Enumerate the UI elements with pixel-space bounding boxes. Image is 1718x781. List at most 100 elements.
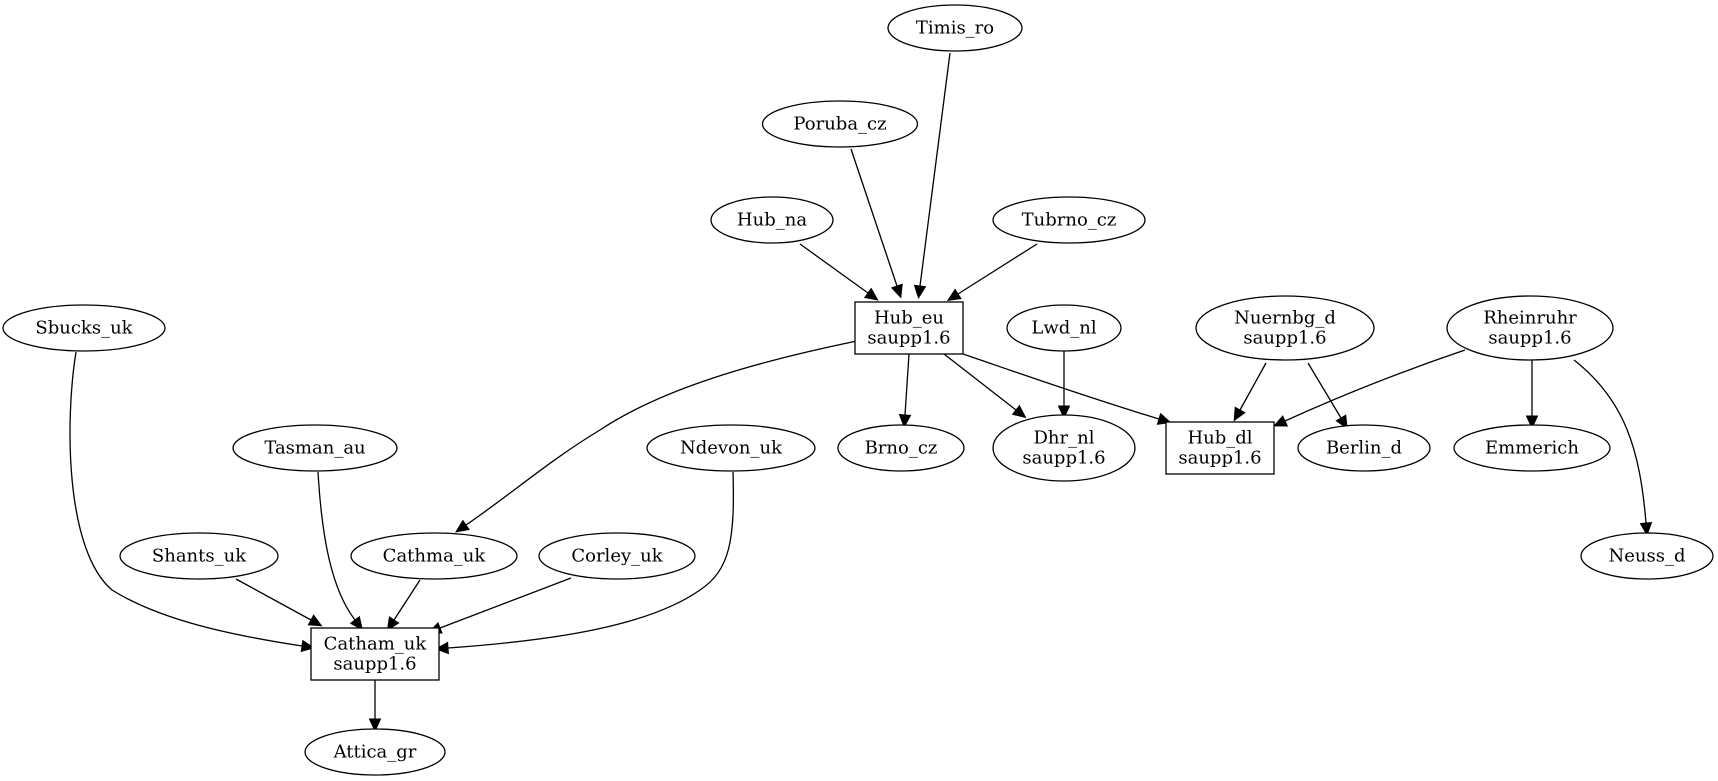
edge-tubrno-cz-to-hub-eu: [946, 243, 1038, 302]
edge-hub-eu-to-dhr-nl: [943, 353, 1027, 419]
arrowhead-icon: [913, 284, 927, 300]
node-ellipse: [837, 424, 965, 472]
node-label: Neuss_d: [1609, 546, 1686, 567]
arrowhead-icon: [307, 614, 323, 627]
edge-line: [447, 471, 734, 649]
node-neuss-d[interactable]: Neuss_d: [1580, 532, 1714, 580]
node-ellipse: [887, 4, 1023, 52]
node-label: Cathma_uk: [383, 546, 487, 567]
node-ellipse: [119, 532, 279, 580]
edge-line: [799, 243, 869, 294]
edge-line: [69, 351, 303, 647]
edge-hub-eu-to-hub-dl: [962, 353, 1172, 425]
edge-line: [393, 579, 421, 621]
arrowhead-icon: [300, 639, 316, 653]
node-label: Berlin_d: [1326, 438, 1402, 459]
edge-line: [439, 577, 572, 629]
arrowhead-icon: [863, 287, 879, 301]
edge-line: [1307, 362, 1342, 419]
edge-line: [957, 243, 1038, 295]
node-timis-ro[interactable]: Timis_ro: [887, 4, 1023, 52]
edge-line: [465, 340, 858, 526]
arrowhead-icon: [1057, 405, 1071, 420]
edge-rheinruhr-to-hub-dl: [1273, 349, 1466, 427]
node-ellipse: [710, 196, 834, 244]
arrowhead-icon: [890, 283, 903, 299]
node-tasman-au[interactable]: Tasman_au: [232, 424, 398, 472]
node-shants-uk[interactable]: Shants_uk: [119, 532, 279, 580]
edge-ndevon-uk-to-catham-uk: [434, 471, 734, 655]
edge-corley-uk-to-catham-uk: [427, 577, 572, 634]
node-sublabel: saupp1.6: [867, 328, 950, 349]
node-label: Nuernbg_d: [1234, 308, 1336, 329]
edge-line: [962, 353, 1160, 420]
node-label: Timis_ro: [916, 18, 994, 39]
node-label: Sbucks_uk: [35, 318, 133, 339]
node-cathma-uk[interactable]: Cathma_uk: [350, 532, 518, 580]
node-emmerich[interactable]: Emmerich: [1453, 424, 1611, 472]
edge-catham-uk-to-attica-gr: [368, 680, 382, 733]
node-label: Catham_uk: [324, 634, 428, 655]
node-label: Dhr_nl: [1034, 428, 1095, 449]
arrowhead-icon: [368, 718, 382, 733]
node-brno-cz[interactable]: Brno_cz: [837, 424, 965, 472]
arrowhead-icon: [1639, 521, 1653, 537]
arrowhead-icon: [349, 615, 363, 631]
edge-line: [1239, 362, 1267, 411]
node-poruba-cz[interactable]: Poruba_cz: [761, 100, 919, 148]
arrowhead-icon: [455, 519, 470, 533]
node-ellipse: [1453, 424, 1611, 472]
node-label: Tasman_au: [264, 438, 365, 459]
node-label: Ndevon_uk: [680, 438, 783, 459]
edge-nuernbg-d-to-berlin-d: [1307, 362, 1348, 430]
node-box: [310, 627, 440, 681]
edge-line: [235, 578, 312, 621]
node-ellipse: [232, 424, 398, 472]
node-box: [1165, 421, 1275, 475]
arrowhead-icon: [1525, 415, 1539, 430]
node-ellipse: [1446, 295, 1614, 361]
arrowhead-icon: [434, 641, 449, 655]
arrowhead-icon: [1273, 415, 1289, 427]
node-label: Lwd_nl: [1031, 318, 1096, 339]
node-attica-gr[interactable]: Attica_gr: [304, 728, 446, 776]
node-sbucks-uk[interactable]: Sbucks_uk: [2, 304, 166, 352]
edge-cathma-uk-to-catham-uk: [386, 579, 421, 632]
arrowhead-icon: [946, 288, 962, 302]
node-ellipse: [1006, 304, 1122, 352]
edge-hub-na-to-hub-eu: [799, 243, 879, 301]
arrowhead-icon: [1233, 406, 1246, 422]
node-corley-uk[interactable]: Corley_uk: [538, 532, 696, 580]
edge-line: [943, 353, 1017, 411]
edge-tasman-au-to-catham-uk: [317, 471, 363, 631]
node-box: [854, 301, 964, 355]
arrowhead-icon: [1011, 404, 1027, 419]
node-label: Rheinruhr: [1483, 308, 1577, 329]
node-ellipse: [304, 728, 446, 776]
node-berlin-d[interactable]: Berlin_d: [1297, 424, 1431, 472]
node-ellipse: [2, 304, 166, 352]
node-hub-na[interactable]: Hub_na: [710, 196, 834, 244]
arrowhead-icon: [1335, 414, 1348, 430]
node-ndevon-uk[interactable]: Ndevon_uk: [646, 424, 816, 472]
node-ellipse: [761, 100, 919, 148]
node-ellipse: [1580, 532, 1714, 580]
node-sublabel: saupp1.6: [1178, 448, 1261, 469]
node-lwd-nl[interactable]: Lwd_nl: [1006, 304, 1122, 352]
node-ellipse: [1297, 424, 1431, 472]
edge-line: [1573, 359, 1647, 524]
node-ellipse: [538, 532, 696, 580]
edge-nuernbg-d-to-hub-dl: [1233, 362, 1267, 422]
node-ellipse: [1195, 295, 1375, 361]
edge-hub-eu-to-brno-cz: [898, 353, 912, 429]
node-tubrno-cz[interactable]: Tubrno_cz: [992, 196, 1146, 244]
edge-poruba-cz-to-hub-eu: [850, 148, 903, 299]
